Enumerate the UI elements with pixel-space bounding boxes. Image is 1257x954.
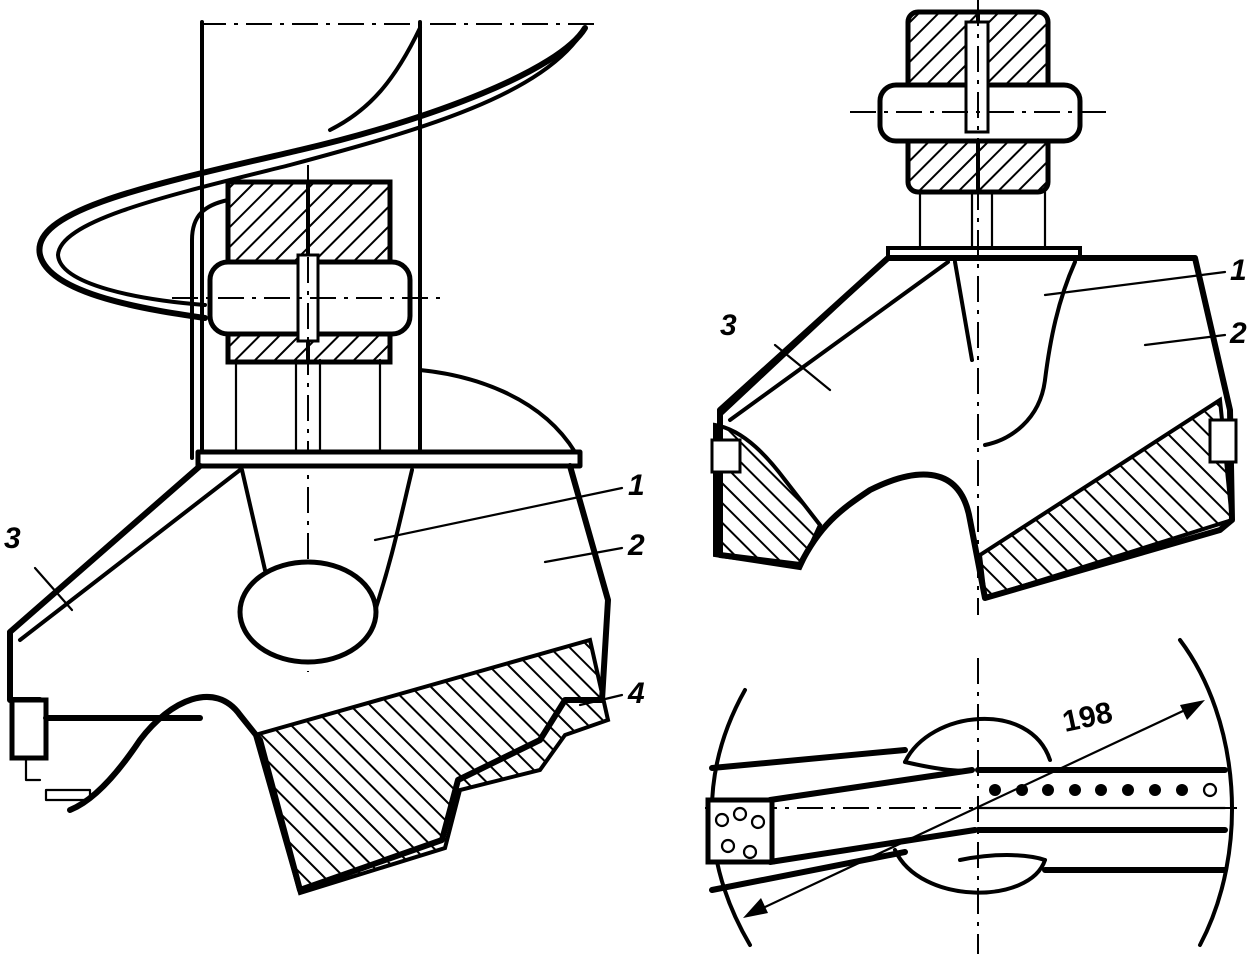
left-label-4: 4 [627, 677, 645, 710]
right-label-1: 1 [1230, 254, 1247, 287]
left-view: 1 2 3 4 [4, 20, 645, 896]
right-hub [850, 0, 1110, 615]
base-plate [195, 449, 583, 469]
plan-end-block [705, 797, 775, 865]
right-label-2: 2 [1229, 317, 1247, 350]
right-view: 1 2 3 [710, 0, 1247, 615]
teeth-comb-4 [252, 637, 611, 896]
diameter-dimension [743, 700, 1205, 918]
left-label-1: 1 [628, 469, 645, 502]
diameter-label: 198 [1060, 696, 1116, 739]
right-teeth-right [977, 396, 1235, 601]
plan-holes [989, 782, 1218, 798]
right-wing-edge [718, 256, 890, 417]
bracket [190, 198, 577, 460]
left-wing-3 [7, 463, 242, 802]
plan-view: 198 [705, 638, 1245, 954]
hub-clamp [172, 165, 440, 672]
left-leaders [33, 486, 624, 707]
right-label-3: 3 [720, 309, 737, 342]
center-tooth-1 [237, 468, 414, 665]
right-tooth-1 [953, 260, 1077, 447]
left-label-2: 2 [627, 529, 645, 562]
auger-flight [36, 25, 588, 321]
left-label-3: 3 [4, 522, 21, 555]
auger-shaft [200, 20, 600, 460]
